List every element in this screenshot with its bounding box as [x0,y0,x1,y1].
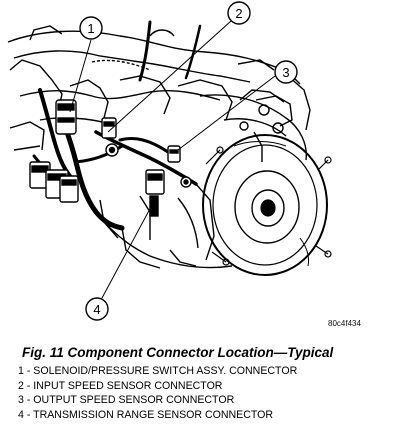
legend-item: 4 - TRANSMISSION RANGE SENSOR CONNECTOR [18,409,274,422]
callout-4: 4 [85,297,109,321]
leader-3 [177,75,276,151]
legend-item: 3 - OUTPUT SPEED SENSOR CONNECTOR [18,394,235,407]
transmission-case [95,75,311,269]
image-code: 80c4f434 [328,319,361,328]
callout-2-label: 2 [235,6,242,21]
legend-list: 1 - SOLENOID/PRESSURE SWITCH ASSY. CONNE… [18,364,403,423]
leader-4 [101,204,153,299]
legend-item: 2 - INPUT SPEED SENSOR CONNECTOR [18,379,223,392]
callout-markers: 1 2 3 4 [79,1,298,321]
figure-caption: Fig. 11 Component Connector Location—Typ… [22,345,334,360]
callout-1: 1 [79,16,103,40]
connector-cluster [29,99,192,217]
leader-1 [69,39,92,113]
leader-2 [107,20,232,133]
converter-housing [202,134,332,276]
callout-3: 3 [274,60,298,84]
callout-3-label: 3 [282,65,289,80]
callout-leaders [69,20,276,299]
callout-2: 2 [227,1,251,25]
callout-1-label: 1 [87,21,94,36]
engine-outline [7,25,301,151]
legend-item: 1 - SOLENOID/PRESSURE SWITCH ASSY. CONNE… [18,365,298,377]
transmission-illustration: 1 2 3 4 [7,1,332,321]
callout-4-label: 4 [93,302,100,317]
